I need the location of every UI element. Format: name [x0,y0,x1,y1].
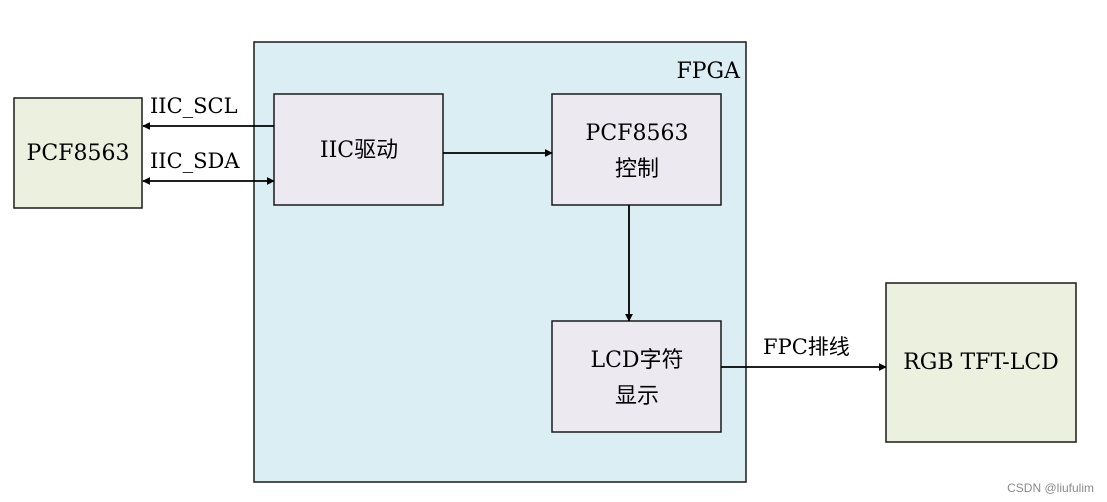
pcf8563-control-label-line1: PCF8563 [586,121,689,146]
iic-sda-label: IIC_SDA [150,149,240,173]
lcd-display-label-line1: LCD字符 [590,348,683,373]
pcf8563-external-label: PCF8563 [27,141,130,166]
pcf8563-control-label-line2: 控制 [615,157,659,182]
iic-driver-box [273,93,444,206]
rgb-tft-lcd-box [885,282,1077,443]
iic-driver-label: IIC驱动 [320,138,398,163]
pcf8563-control-box [551,93,722,206]
pcf8563-external-box [13,97,143,209]
fpga-label: FPGA [676,59,741,84]
lcd-display-label-line2: 显示 [615,384,659,409]
iic-scl-label: IIC_SCL [150,94,238,118]
watermark: CSDN @liufulim [1007,481,1094,495]
rgb-tft-lcd-label: RGB TFT-LCD [903,350,1059,375]
lcd-display-box [551,320,722,433]
fpc-cable-label: FPC排线 [763,335,850,359]
